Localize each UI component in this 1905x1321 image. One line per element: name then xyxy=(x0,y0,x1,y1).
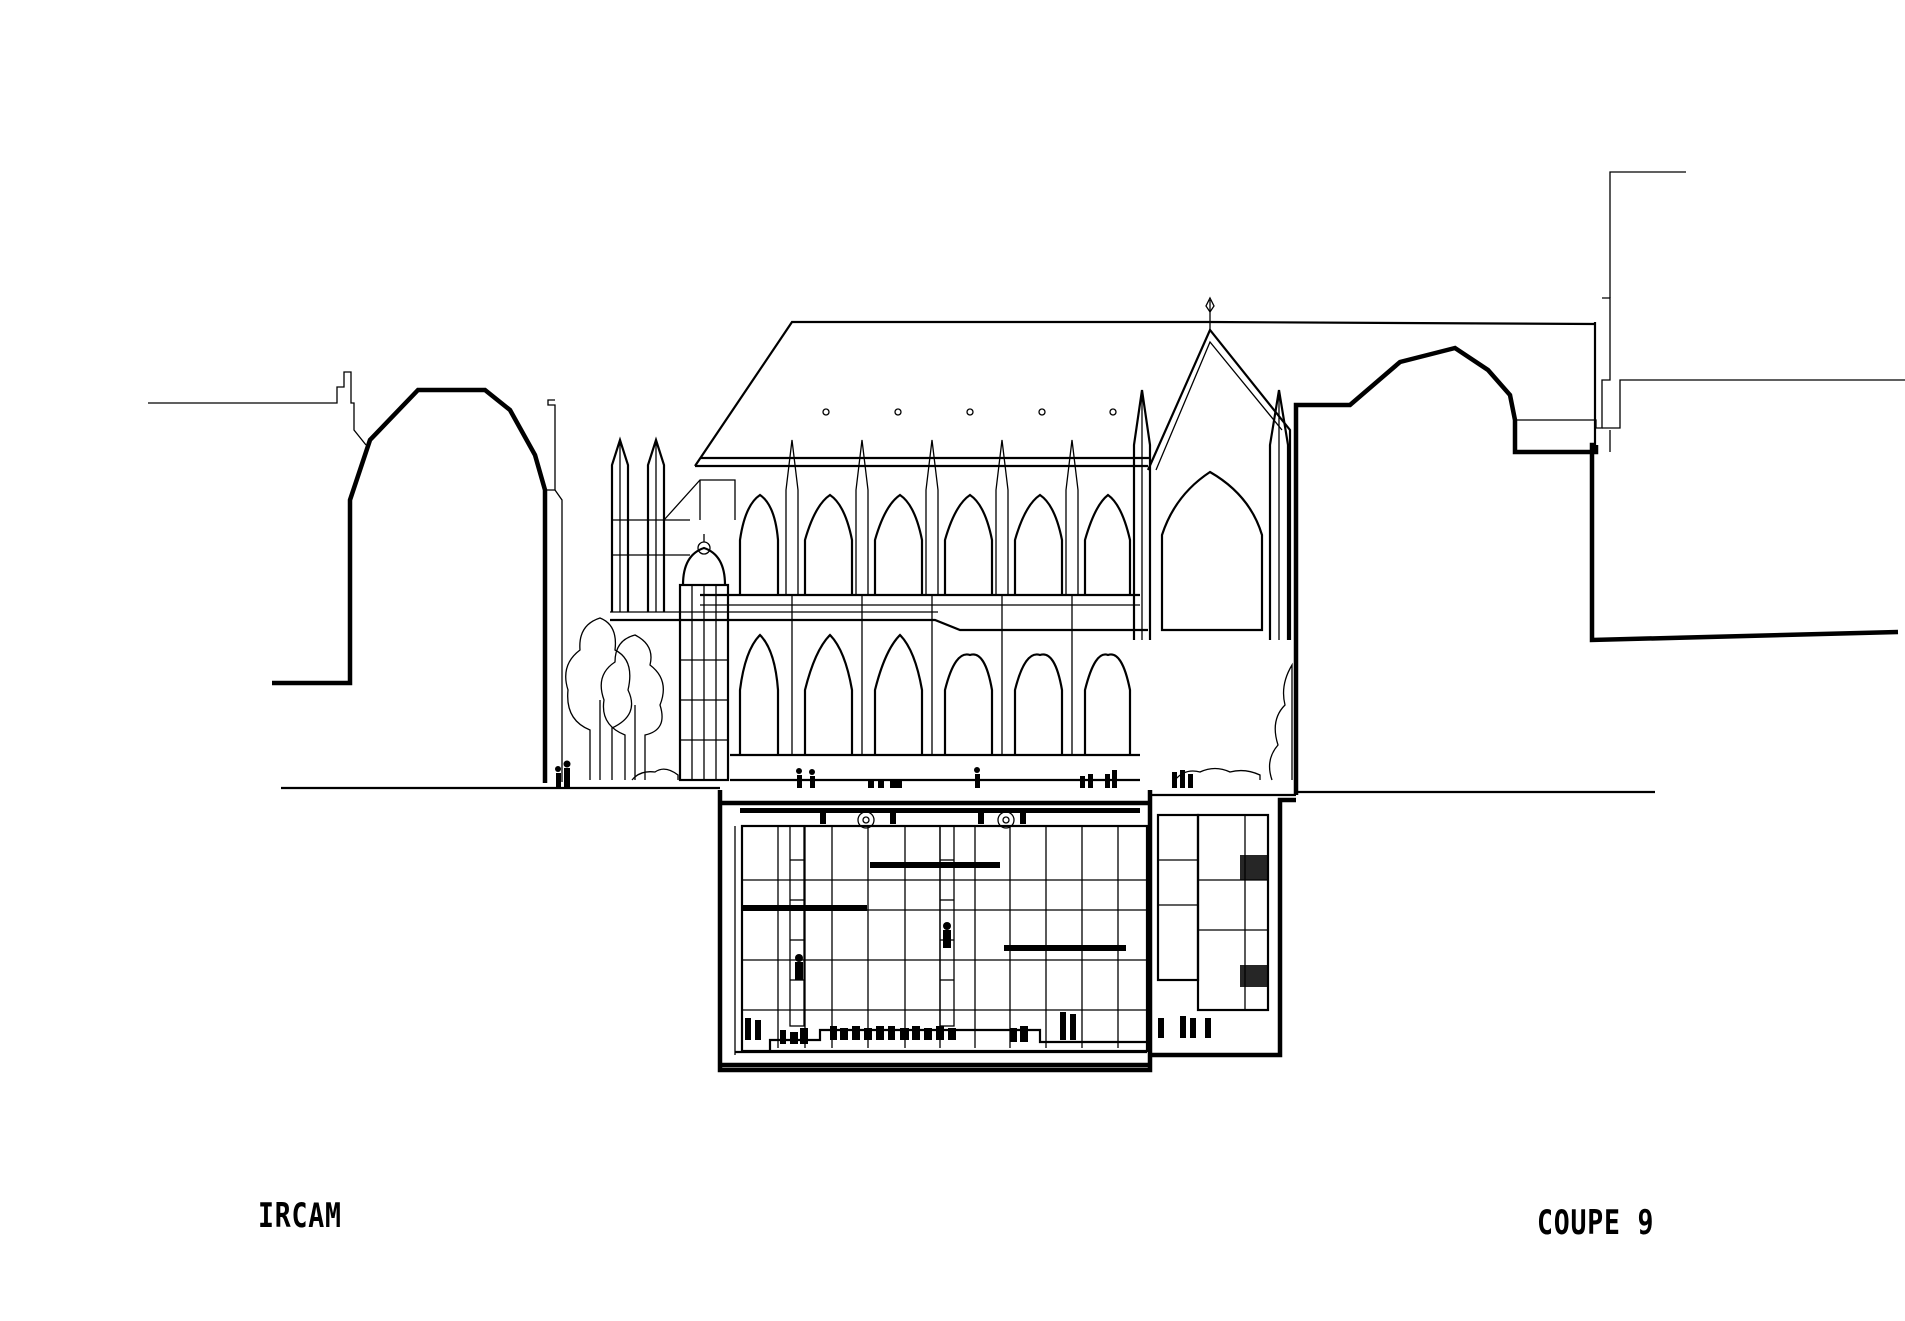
shrubs xyxy=(631,662,1293,781)
church-roof xyxy=(694,296,1597,640)
ground-line xyxy=(281,786,1655,794)
nave-lower-windows xyxy=(610,611,1148,782)
gable-pinnacles xyxy=(1132,389,1290,640)
nave-buttresses xyxy=(785,439,1079,755)
right-context-building xyxy=(1293,171,1905,795)
underground-hall xyxy=(717,790,1153,1073)
project-label: IRCAM xyxy=(258,1196,342,1236)
underground-annex xyxy=(1150,793,1296,1058)
gable-window xyxy=(1160,470,1264,632)
left-tower xyxy=(678,534,730,782)
nave-upper-windows xyxy=(700,493,1140,606)
street-people xyxy=(555,760,1193,788)
hall-audience xyxy=(745,1012,1076,1044)
left-context-building xyxy=(148,371,563,783)
tree-left xyxy=(565,617,664,780)
left-wing xyxy=(610,436,736,612)
section-label: COUPE 9 xyxy=(1537,1203,1655,1243)
